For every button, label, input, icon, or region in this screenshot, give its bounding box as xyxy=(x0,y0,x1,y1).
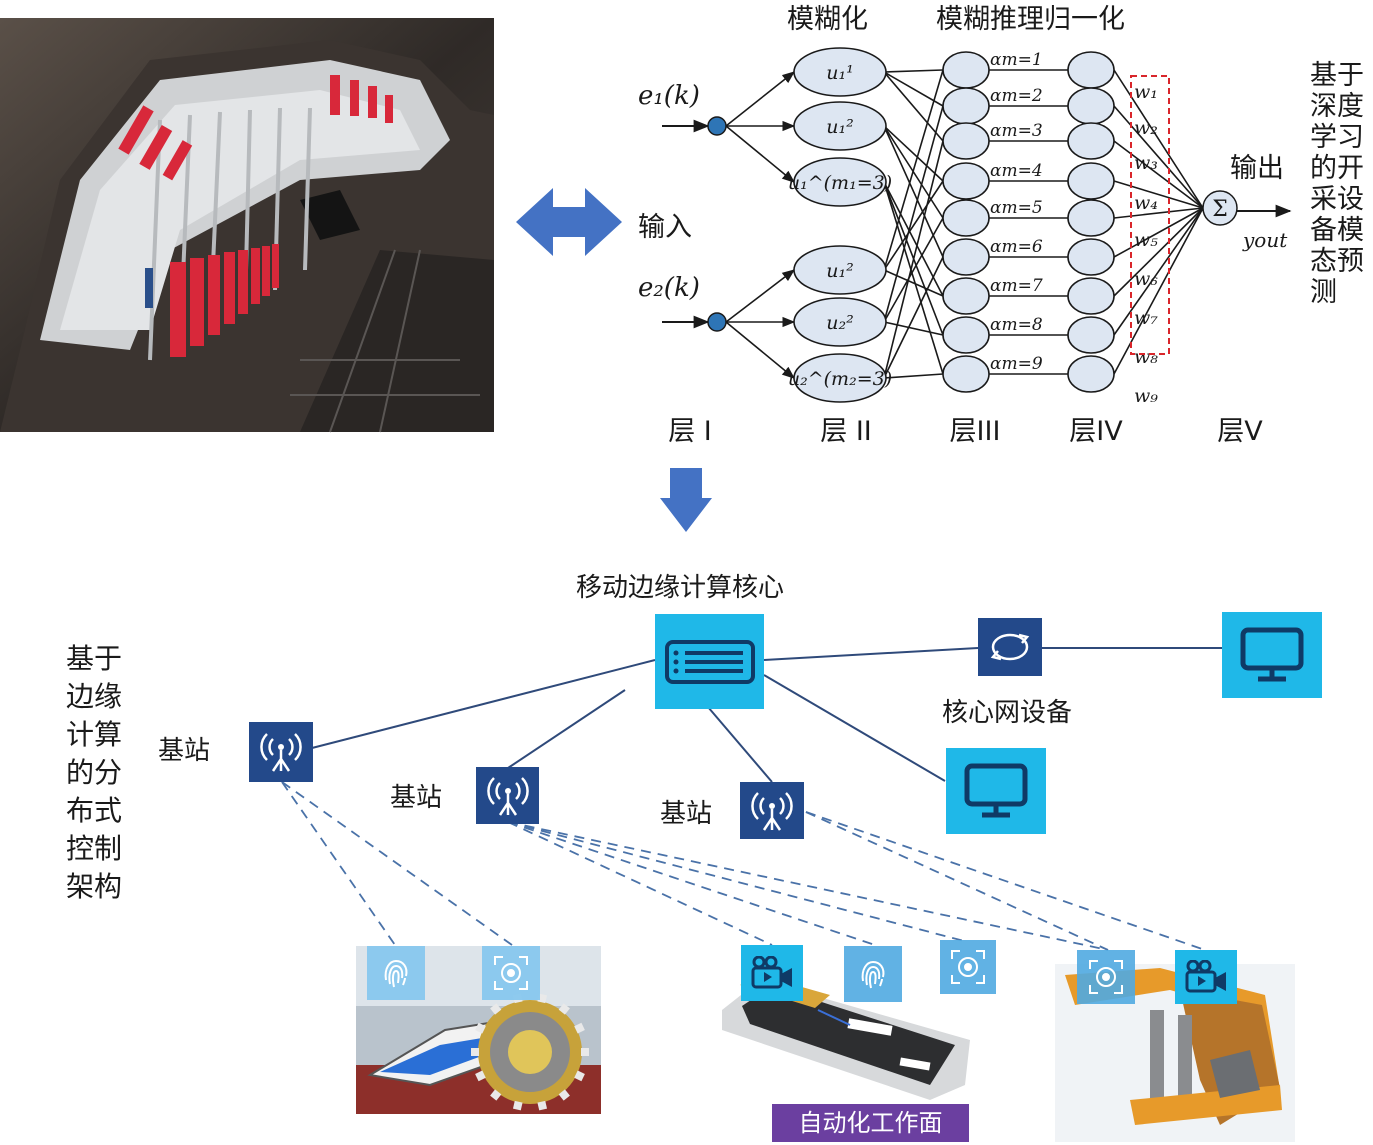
fuzzify-node xyxy=(793,245,887,295)
fingerprint-icon xyxy=(367,946,425,1000)
fuzzy-network: 模糊化 模糊推理归一化 e₁(k) e₂(k) u₁¹ u₁² u₁^(m₁=3) u… xyxy=(638,4,1292,447)
rule-node xyxy=(942,316,990,354)
fuzzify-node xyxy=(793,157,887,207)
fuzzify-node-label: u₂^(m₂=3) xyxy=(788,368,892,390)
target-icon xyxy=(1077,950,1135,1004)
input-label: 输入 xyxy=(638,212,692,243)
fuzzify-label: 模糊化 xyxy=(787,4,868,35)
normalize-node xyxy=(1067,162,1115,200)
rule-node xyxy=(942,199,990,237)
normalize-node xyxy=(1067,277,1115,315)
antenna-icon xyxy=(476,767,539,824)
target-icon xyxy=(940,940,996,994)
monitor-icon xyxy=(946,748,1046,834)
alpha-label: αm=7 xyxy=(990,276,1043,296)
alpha-label: αm=4 xyxy=(990,161,1043,181)
fuzzify-node-label: u₁² xyxy=(826,116,853,138)
normalize-node xyxy=(1067,122,1115,160)
tunnel-photo xyxy=(0,18,494,433)
weight-label: w₁ xyxy=(1134,81,1158,103)
weight-label: w₈ xyxy=(1134,346,1158,368)
fuzzify-node-label: u₁^(m₁=3) xyxy=(788,172,892,194)
layer-label: 层 II xyxy=(820,416,872,447)
output-label: 输出 xyxy=(1230,153,1284,184)
architecture-label: 基于边缘计算的分布式控制架构 xyxy=(66,642,123,903)
rule-node xyxy=(942,238,990,276)
down-arrow-icon xyxy=(660,468,712,532)
weight-label: w₇ xyxy=(1134,307,1158,329)
antenna-icon xyxy=(249,722,313,782)
fuzzify-node xyxy=(793,353,887,403)
rule-node xyxy=(942,162,990,200)
alpha-label: αm=8 xyxy=(990,315,1043,335)
automated-face-label: 自动化工作面 xyxy=(772,1104,969,1142)
input-node-1 xyxy=(707,116,727,136)
y-out-label: yout xyxy=(1242,228,1288,252)
fuzzify-node xyxy=(793,47,887,97)
sync-router-icon xyxy=(978,618,1042,676)
weight-label: w₅ xyxy=(1134,229,1158,251)
alpha-label: αm=6 xyxy=(990,237,1043,257)
rule-node xyxy=(942,122,990,160)
weight-box xyxy=(1130,75,1170,355)
weight-label: w₄ xyxy=(1134,192,1158,214)
double-arrow-icon xyxy=(516,188,622,256)
alpha-label: αm=1 xyxy=(990,50,1043,70)
input-e1-label: e₁(k) xyxy=(638,81,700,111)
layer-label: 层III xyxy=(950,416,1001,447)
sum-symbol: Σ xyxy=(1212,197,1228,222)
weight-label: w₉ xyxy=(1134,385,1158,407)
layer-label: 层V xyxy=(1217,416,1263,447)
monitor-icon xyxy=(1222,612,1322,698)
weight-label: w₆ xyxy=(1134,268,1158,290)
wireless-links xyxy=(281,781,1206,951)
target-icon xyxy=(482,946,540,1000)
weight-label: w₂ xyxy=(1134,117,1158,139)
video-camera-icon xyxy=(741,945,803,1001)
server-icon xyxy=(655,614,764,709)
fuzzify-node xyxy=(793,101,887,151)
base-station-label-3: 基站 xyxy=(660,799,713,829)
normalize-node xyxy=(1067,355,1115,393)
input-node-2 xyxy=(707,312,727,332)
core-network-label: 核心网设备 xyxy=(942,698,1073,728)
sum-node xyxy=(1202,190,1238,226)
normalize-node xyxy=(1067,199,1115,237)
normalize-node xyxy=(1067,87,1115,125)
normalize-node xyxy=(1067,238,1115,276)
fingerprint-icon xyxy=(844,946,902,1002)
rule-node xyxy=(942,355,990,393)
weight-label: w₃ xyxy=(1134,152,1158,174)
mec-core-label: 移动边缘计算核心 xyxy=(576,573,785,603)
antenna-icon xyxy=(740,782,804,839)
layer-label: 层IV xyxy=(1069,416,1123,447)
normalize-node xyxy=(1067,316,1115,354)
fuzzify-node-label: u₁¹ xyxy=(826,62,853,84)
fuzzify-node-label: u₂² xyxy=(826,312,853,334)
alpha-label: αm=3 xyxy=(990,121,1043,141)
normalize-node xyxy=(1067,51,1115,89)
base-station-label-1: 基站 xyxy=(158,736,211,766)
layer-label: 层 I xyxy=(668,416,712,447)
alpha-label: αm=9 xyxy=(990,354,1043,374)
fuzzify-node-label: u₁² xyxy=(826,260,853,282)
input-e2-label: e₂(k) xyxy=(638,273,700,303)
fuzzify-node xyxy=(793,297,887,347)
rule-node xyxy=(942,277,990,315)
alpha-label: αm=2 xyxy=(990,86,1043,106)
rule-node xyxy=(942,87,990,125)
video-camera-icon xyxy=(1175,950,1237,1004)
fuzzy-reasoning-label: 模糊推理归一化 xyxy=(936,4,1125,35)
rule-node xyxy=(942,51,990,89)
alpha-label: αm=5 xyxy=(990,198,1043,218)
prediction-label: 基于深度学习的开采设备模态预测 xyxy=(1310,60,1364,308)
edge-network-links xyxy=(311,647,1222,783)
base-station-label-2: 基站 xyxy=(390,783,443,813)
